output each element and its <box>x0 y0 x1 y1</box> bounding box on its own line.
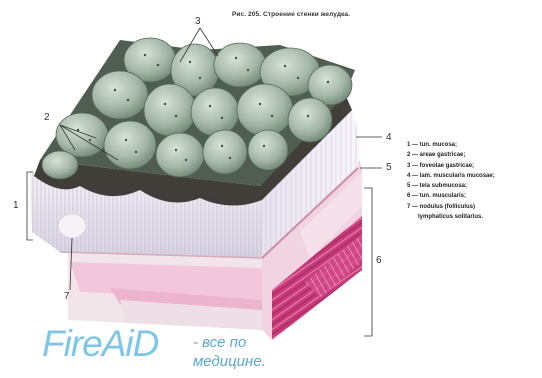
callout-label-1: 1 <box>13 200 19 211</box>
callout-label-3: 3 <box>195 16 201 27</box>
callout-label-6: 6 <box>376 255 382 266</box>
watermark-tagline-line2: медицине. <box>193 352 303 371</box>
legend-item-5: 5 — tela submucosa; <box>407 181 539 191</box>
legend-item-3: 3 — foveolae gastricae; <box>407 161 539 171</box>
callout-label-4: 4 <box>386 132 392 143</box>
legend-item-4: 4 — lam. muscularis mucosae; <box>407 171 539 181</box>
figure-title: Рис. 205. Строение стенки желудка. <box>232 11 350 18</box>
legend-item-2: 2 — areae gastricae; <box>407 150 539 160</box>
legend-item-1: 1 — tun. mucosa; <box>407 140 539 150</box>
watermark-tagline: - все по медицине. <box>193 333 303 371</box>
legend-item-7-continued: lymphaticus solitarius. <box>407 212 539 222</box>
callout-label-2: 2 <box>44 112 50 123</box>
legend-item-7: 7 — nodulus (folliculus) <box>407 202 539 212</box>
legend: 1 — tun. mucosa; 2 — areae gastricae; 3 … <box>407 140 539 222</box>
watermark-tagline-line1: - все по <box>193 333 303 352</box>
watermark-brand: FireAiD <box>42 323 158 365</box>
callout-label-7: 7 <box>64 291 70 302</box>
callout-label-5: 5 <box>386 162 392 173</box>
legend-item-6: 6 — tun. muscularis; <box>407 191 539 201</box>
